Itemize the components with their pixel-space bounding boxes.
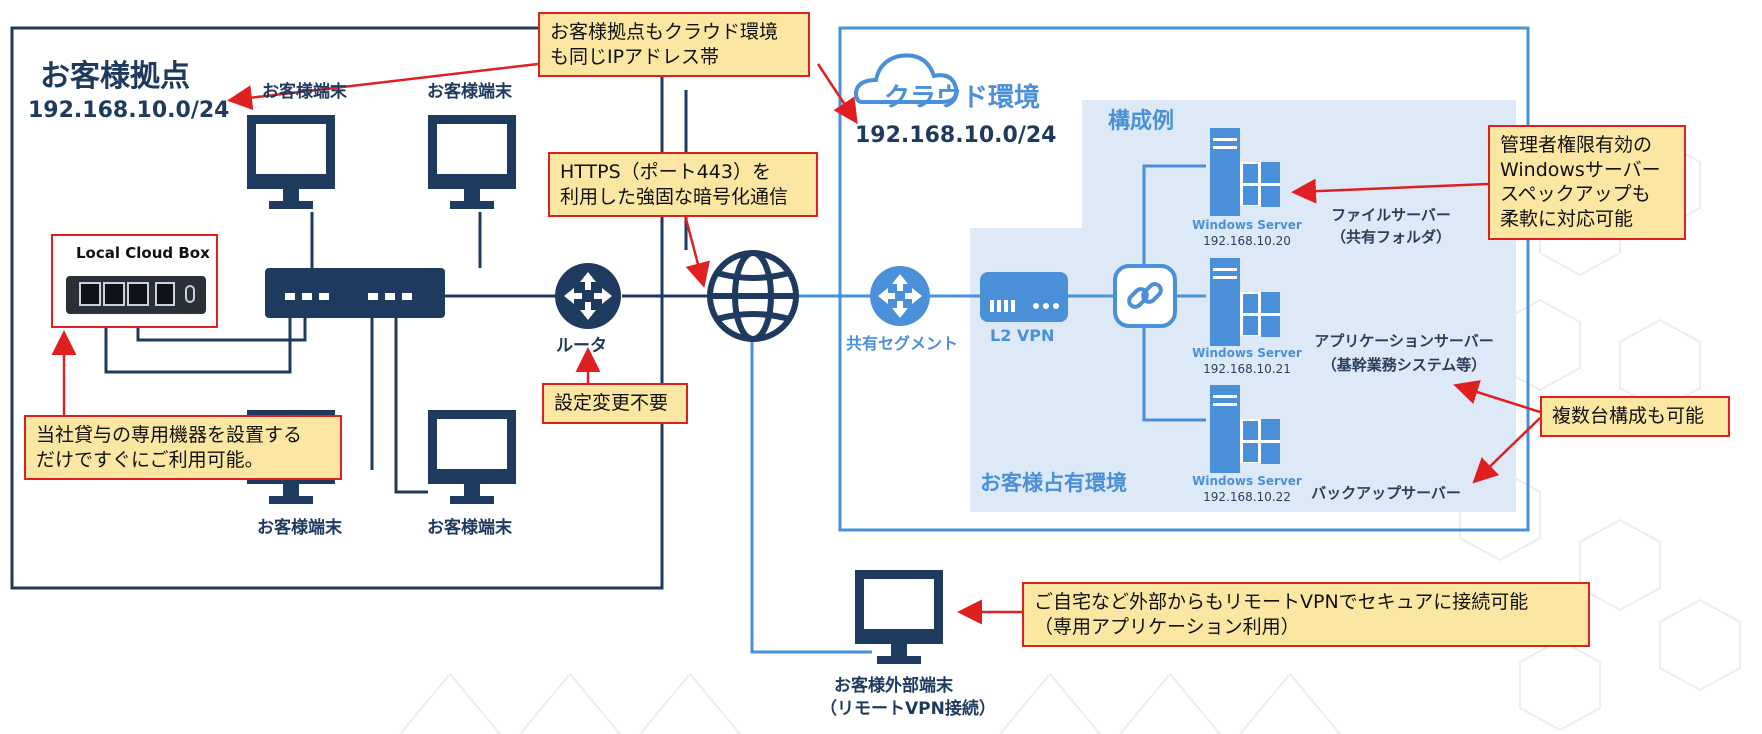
customer-terminal-label-4: お客様端末 — [427, 518, 512, 538]
server-1-os: Windows Server — [1192, 218, 1302, 232]
customer-terminal-label-3: お客様端末 — [257, 518, 342, 538]
callout-admin: 管理者権限有効の Windowsサーバー スペックアップも 柔軟に対応可能 — [1488, 125, 1686, 240]
customer-terminal-icon-1 — [247, 115, 335, 209]
server-2-ip: 192.168.10.21 — [1203, 362, 1291, 376]
callout-no-config: 設定変更不要 — [542, 383, 688, 424]
callout-https: HTTPS（ポート443）を 利用した強固な暗号化通信 — [548, 152, 818, 218]
cloud-frame — [838, 26, 1530, 532]
l2-vpn-icon — [980, 272, 1068, 322]
local-cloud-box-device — [51, 234, 218, 328]
l2-vpn-label: L2 VPN — [990, 326, 1055, 345]
cloud-title: クラウド環境 — [884, 83, 1041, 113]
remote-terminal-label: お客様外部端末 — [834, 676, 953, 696]
server-3-os: Windows Server — [1192, 474, 1302, 488]
callout-same-ip: お客様拠点もクラウド環境 も同じIPアドレス帯 — [538, 12, 810, 78]
server-3-name: バックアップサーバー — [1311, 484, 1461, 502]
example-config-title: 構成例 — [1108, 109, 1175, 134]
shared-segment-router-icon — [870, 266, 930, 326]
customer-site-network: 192.168.10.0/24 — [28, 98, 230, 123]
server-1-name: ファイルサーバー — [1331, 206, 1451, 224]
customer-terminal-icon-2 — [428, 115, 516, 209]
cloud-network: 192.168.10.0/24 — [855, 123, 1057, 148]
callout-device: 当社貸与の専用機器を設置する だけですぐにご利用可能。 — [24, 415, 342, 481]
remote-terminal-sublabel: （リモートVPN接続） — [820, 699, 996, 719]
callout-multi: 複数台構成も可能 — [1540, 396, 1730, 437]
local-cloud-box-label: Local Cloud Box — [76, 244, 210, 262]
router-label: ルータ — [556, 336, 607, 356]
server-1-note: （共有フォルダ） — [1330, 228, 1451, 246]
server-2-note: （基幹業務システム等） — [1321, 356, 1487, 374]
customer-terminal-label-2: お客様端末 — [427, 82, 512, 102]
server-3-ip: 192.168.10.22 — [1203, 490, 1291, 504]
customer-terminal-label-1: お客様端末 — [262, 82, 347, 102]
shared-segment-label: 共有セグメント — [846, 334, 959, 353]
customer-terminal-icon-4 — [428, 410, 516, 504]
callout-remote-vpn: ご自宅など外部からもリモートVPNでセキュアに接続可能 （専用アプリケーション利… — [1022, 582, 1590, 648]
router-icon — [555, 263, 621, 329]
customer-site-title: お客様拠点 — [40, 59, 190, 94]
remote-terminal-icon — [855, 570, 943, 664]
server-2-name: アプリケーションサーバー — [1314, 332, 1494, 350]
server-1-ip: 192.168.10.20 — [1203, 234, 1291, 248]
cloud-icon — [853, 53, 959, 104]
internet-globe-icon — [707, 250, 799, 342]
callout-arrows — [51, 62, 1541, 625]
server-2-os: Windows Server — [1192, 346, 1302, 360]
link-hub-icon — [1113, 264, 1177, 328]
dedicated-env-label: お客様占有環境 — [980, 471, 1127, 495]
switch-icon — [265, 268, 445, 318]
customer-site-frame — [10, 26, 664, 590]
cloud-wiring — [750, 164, 1206, 654]
